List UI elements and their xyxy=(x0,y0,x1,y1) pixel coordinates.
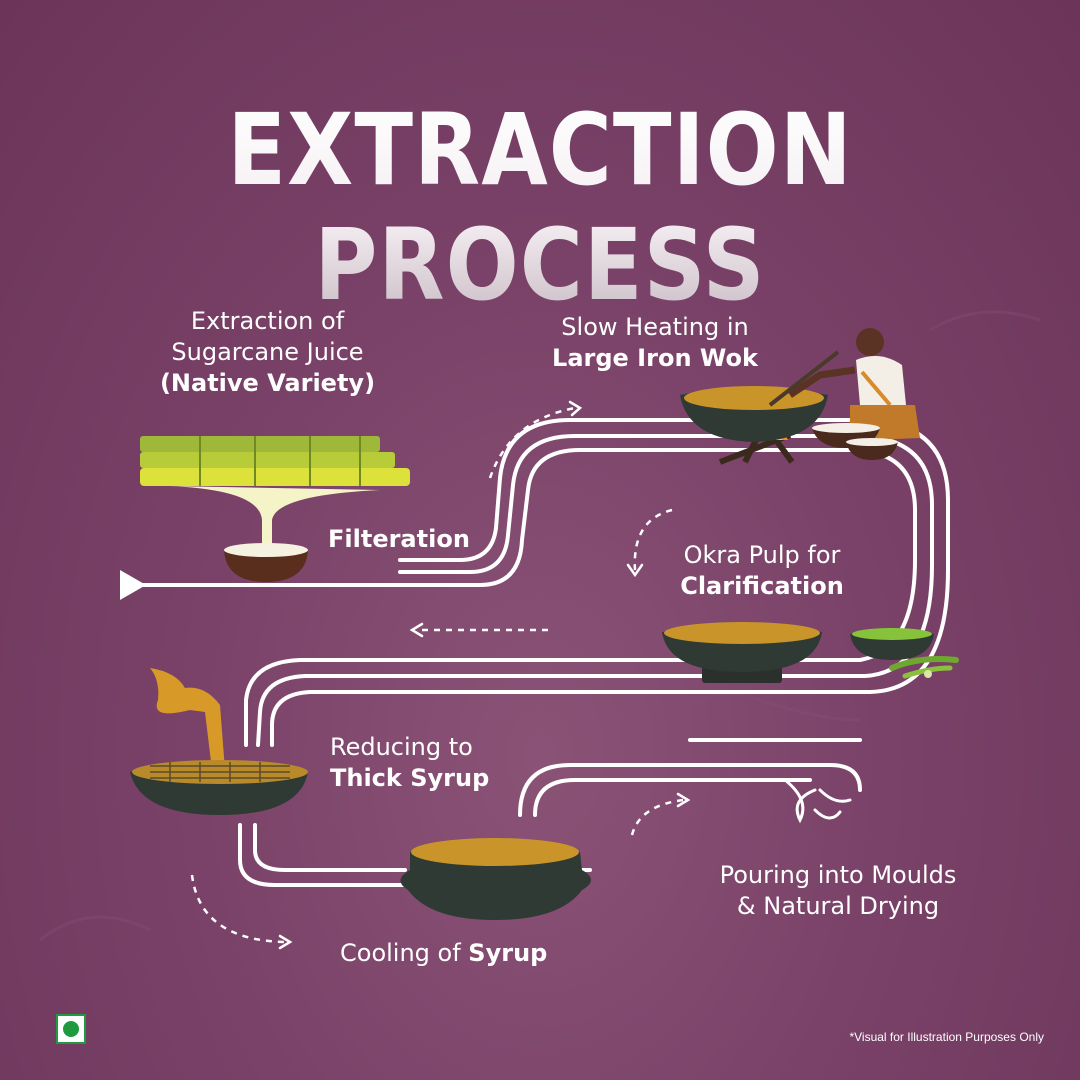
cooling-pot-icon xyxy=(400,838,591,920)
step-okra-bold: Clarification xyxy=(680,572,844,600)
okra-bowl-icon xyxy=(662,622,959,683)
step-filteration-label: Filteration xyxy=(328,525,470,553)
step-pouring: Pouring into Moulds & Natural Drying xyxy=(700,860,976,922)
dashed-arrow-icon xyxy=(190,406,685,944)
step-heating-line1: Slow Heating in xyxy=(561,313,749,341)
sugarcane-icon xyxy=(140,436,410,486)
step-extraction-line2: Sugarcane Juice xyxy=(171,338,364,366)
step-okra: Okra Pulp for Clarification xyxy=(664,540,860,602)
start-arrow-icon xyxy=(120,570,146,600)
step-reducing-line1: Reducing to xyxy=(330,733,473,761)
step-okra-line1: Okra Pulp for xyxy=(683,541,841,569)
person-stirring-icon xyxy=(768,328,920,460)
step-heating-bold: Large Iron Wok xyxy=(552,344,758,372)
step-pouring-line2: & Natural Drying xyxy=(736,892,940,920)
step-extraction-line3: (Native Variety) xyxy=(159,369,376,397)
step-extraction-line1: Extraction of xyxy=(190,307,345,335)
pouring-wok-icon xyxy=(130,668,308,815)
step-filteration: Filteration xyxy=(328,524,470,555)
step-reducing-bold: Thick Syrup xyxy=(330,764,490,792)
moulds-icon xyxy=(783,778,852,824)
step-heating: Slow Heating in Large Iron Wok xyxy=(540,312,770,374)
step-cooling: Cooling of Syrup xyxy=(340,938,547,969)
step-cooling-prefix: Cooling of xyxy=(340,939,469,967)
coconut-bowl-icon xyxy=(224,543,308,582)
step-pouring-line1: Pouring into Moulds xyxy=(719,861,957,889)
step-cooling-bold: Syrup xyxy=(468,939,548,967)
veg-mark-icon xyxy=(56,1014,86,1044)
juice-stream-icon xyxy=(170,486,380,552)
flow-path xyxy=(138,418,950,887)
page-title: EXTRACTION PROCESS xyxy=(0,93,1080,323)
step-reducing: Reducing to Thick Syrup xyxy=(330,732,489,794)
disclaimer: *Visual for Illustration Purposes Only xyxy=(849,1030,1044,1044)
step-extraction: Extraction of Sugarcane Juice (Native Va… xyxy=(130,306,405,399)
